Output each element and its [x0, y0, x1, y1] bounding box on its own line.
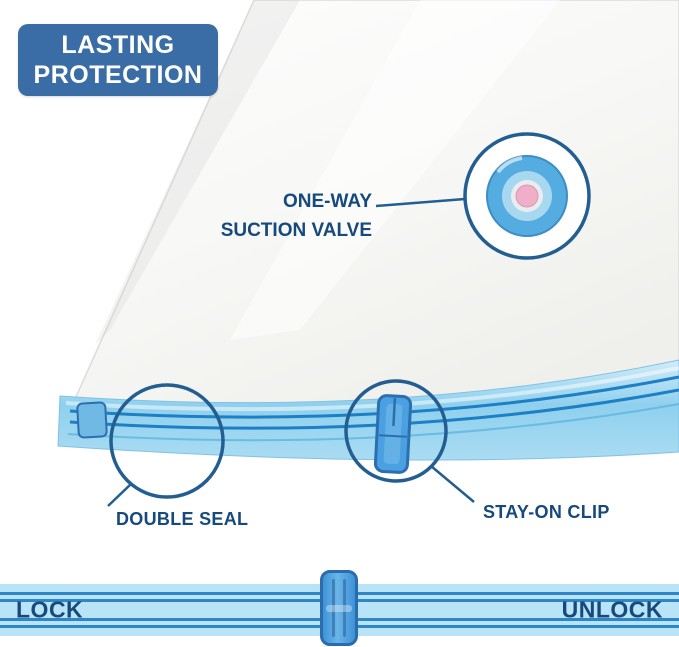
- clip-callout-circle: [344, 379, 448, 483]
- seal-highlight: [65, 366, 679, 412]
- stay-on-clip: [373, 394, 413, 474]
- double-seal-label: DOUBLE SEAL: [116, 509, 249, 529]
- valve-callout-line: [375, 197, 466, 208]
- valve-label: ONE-WAY SUCTION VALVE: [150, 188, 372, 245]
- seal-track-3: [67, 403, 679, 442]
- double-seal-callout-line: [107, 483, 132, 507]
- seal-end-tab: [76, 401, 108, 439]
- clip-callout-line: [430, 465, 475, 503]
- seal-track-1: [69, 375, 679, 419]
- lock-label: LOCK: [16, 596, 84, 623]
- unlock-label: UNLOCK: [561, 596, 663, 623]
- clip-ridge-right: [342, 578, 346, 638]
- stay-on-clip-label: STAY-ON CLIP: [483, 502, 610, 522]
- clip-ridge-left: [331, 578, 335, 638]
- valve-label-line-1: ONE-WAY: [282, 191, 372, 212]
- seal-strip: [57, 359, 679, 461]
- bag-sheen: [230, 0, 560, 340]
- badge-line-1: LASTING: [61, 30, 175, 59]
- clip-middle-band: [326, 604, 352, 612]
- lasting-protection-badge: LASTING PROTECTION: [18, 24, 218, 96]
- seal-track-2: [69, 388, 679, 430]
- slider-clip-icon: [320, 570, 358, 646]
- bag-fold-shading: [95, 0, 300, 345]
- suction-valve-icon: [463, 132, 591, 260]
- badge-line-2: PROTECTION: [33, 61, 203, 89]
- double-seal-callout-circle: [109, 383, 225, 499]
- valve-label-line-2: SUCTION VALVE: [220, 219, 372, 241]
